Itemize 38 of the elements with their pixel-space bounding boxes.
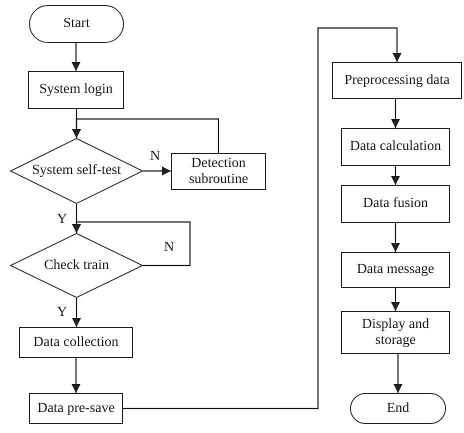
process-box: [341, 185, 450, 223]
process-box: [341, 311, 450, 354]
process-box: [332, 62, 462, 99]
decision-diamond: [10, 233, 143, 298]
node-label: Check train: [44, 258, 109, 274]
terminal-shape: [29, 5, 124, 43]
node-label: Data message: [356, 262, 434, 278]
node-label: Data pre-save: [37, 400, 115, 416]
arrow: [123, 27, 402, 410]
node-label: Start: [63, 16, 90, 32]
process-box: [341, 128, 450, 166]
arrow: [72, 358, 80, 393]
arrow: [72, 118, 220, 153]
node-label: Detection subroutine: [188, 156, 250, 187]
node-label: Data fusion: [363, 196, 428, 212]
process-box: [341, 252, 450, 288]
decision-diamond: [10, 138, 143, 204]
process-box: [29, 393, 123, 424]
arrow: [391, 288, 400, 311]
process-box: [28, 71, 124, 109]
arrow: [72, 298, 81, 327]
node-label: Preprocessing data: [344, 72, 450, 88]
node-label: System login: [39, 82, 113, 98]
process-box: [171, 153, 266, 190]
node-label: Data calculation: [350, 139, 442, 155]
node-label: Display and storage: [360, 317, 430, 348]
arrow: [391, 223, 400, 252]
arrow: [143, 166, 171, 176]
arrow: [72, 221, 191, 266]
process-box: [19, 327, 133, 358]
node-label: System self-test: [32, 163, 122, 179]
arrow: [394, 354, 402, 393]
terminal-shape: [350, 393, 446, 424]
arrow: [391, 166, 400, 185]
node-label: End: [386, 400, 410, 416]
arrow: [72, 43, 80, 71]
arrow: [391, 99, 400, 128]
node-label: Data collection: [33, 334, 119, 350]
